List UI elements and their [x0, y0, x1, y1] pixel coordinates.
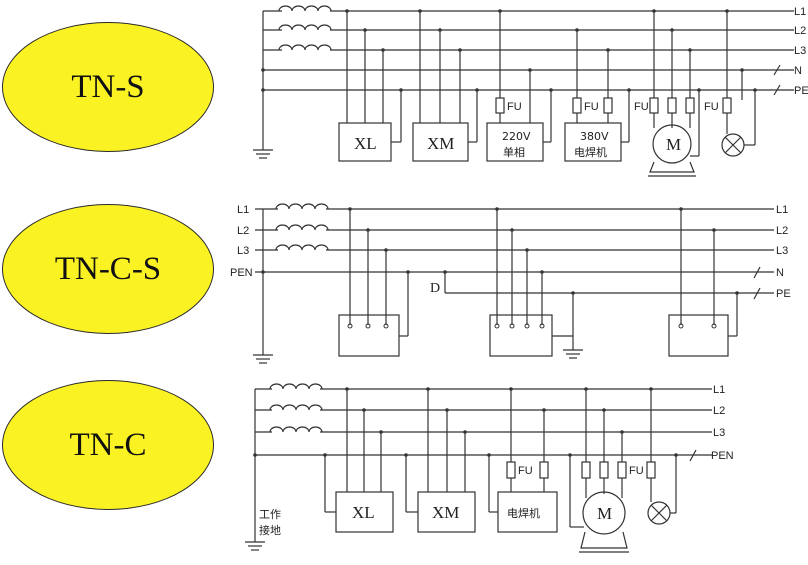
tn-c-s-labels: L1 L2 L3 PEN L1 L2 L3 N PE D [230, 204, 791, 300]
tn-s-welder-label: 电焊机 [574, 145, 607, 159]
tn-c-rail-l1: L1 [713, 384, 725, 396]
tn-c-s-left-l3: L3 [237, 245, 249, 257]
tn-s-rail-pe: PE [794, 85, 808, 97]
tn-s-380v-label: 380V [580, 130, 609, 143]
tn-s-xm-label: XM [427, 134, 454, 153]
tn-c-fu-1: FU [518, 465, 533, 477]
tn-s-xl-label: XL [354, 134, 377, 153]
tn-c-coils [269, 383, 323, 433]
tn-s-rail-n: N [794, 65, 802, 77]
oval-tn-c-s: TN-C-S [2, 204, 214, 334]
oval-tn-c: TN-C [2, 380, 214, 510]
label-tn-s: TN-S [71, 68, 145, 105]
tn-s-220v-label: 220V [502, 130, 531, 143]
tn-c-rail-pen: PEN [711, 450, 734, 462]
tn-c-s-right-l1: L1 [776, 204, 788, 216]
label-tn-c: TN-C [69, 426, 147, 463]
tn-c-s-split-point: D [430, 281, 440, 296]
tn-c-s-junctions [261, 207, 739, 295]
tn-s-motor-label: M [666, 135, 681, 154]
tn-s-fu-2: FU [584, 101, 599, 113]
tn-s-fu-4: FU [704, 101, 719, 113]
tn-c-schematic [245, 388, 712, 553]
tn-s-rail-l1: L1 [794, 6, 806, 18]
tn-s-rail-l3: L3 [794, 45, 806, 57]
tn-c-s-right-pe: PE [776, 288, 791, 300]
tn-c-xl-label: XL [352, 503, 375, 522]
label-tn-c-s: TN-C-S [54, 250, 162, 287]
tn-c-rail-l2: L2 [713, 405, 725, 417]
tn-c-s-schematic [253, 208, 774, 364]
tn-c-s-terminals [347, 323, 717, 329]
tn-s-fu-3: FU [634, 101, 649, 113]
tn-c-rail-l3: L3 [713, 427, 725, 439]
tn-c-ground-label-line1: 工作 [259, 508, 281, 521]
tn-c-s-coils [275, 203, 329, 251]
tn-s-fu-1: FU [507, 101, 522, 113]
tn-c-s-right-l2: L2 [776, 225, 788, 237]
tn-c-s-left-pen: PEN [230, 267, 253, 279]
tn-s-labels: L1 L2 L3 N PE XL XM 220V 单相 380V 电焊机 M F… [354, 6, 808, 159]
tn-s-single-phase-label: 单相 [503, 146, 525, 159]
tn-c-ground-label-line2: 接地 [259, 524, 281, 537]
tn-c-welder-label: 电焊机 [507, 506, 540, 520]
tn-s-junctions [261, 9, 757, 92]
oval-tn-s: TN-S [2, 22, 214, 152]
tn-c-s-left-l1: L1 [237, 204, 249, 216]
tn-s-schematic [253, 10, 794, 177]
tn-c-junctions [253, 387, 678, 457]
tn-c-fu-2: FU [629, 465, 644, 477]
tn-c-labels: L1 L2 L3 PEN XL XM 电焊机 M FU FU 工作 接地 [259, 384, 734, 537]
tn-c-s-right-l3: L3 [776, 245, 788, 257]
tn-c-xm-label: XM [432, 503, 459, 522]
tn-c-s-left-l2: L2 [237, 225, 249, 237]
tn-c-s-right-n: N [776, 267, 784, 279]
tn-c-motor-label: M [597, 504, 612, 523]
tn-s-rail-l2: L2 [794, 25, 806, 37]
tn-s-coils [278, 5, 332, 51]
